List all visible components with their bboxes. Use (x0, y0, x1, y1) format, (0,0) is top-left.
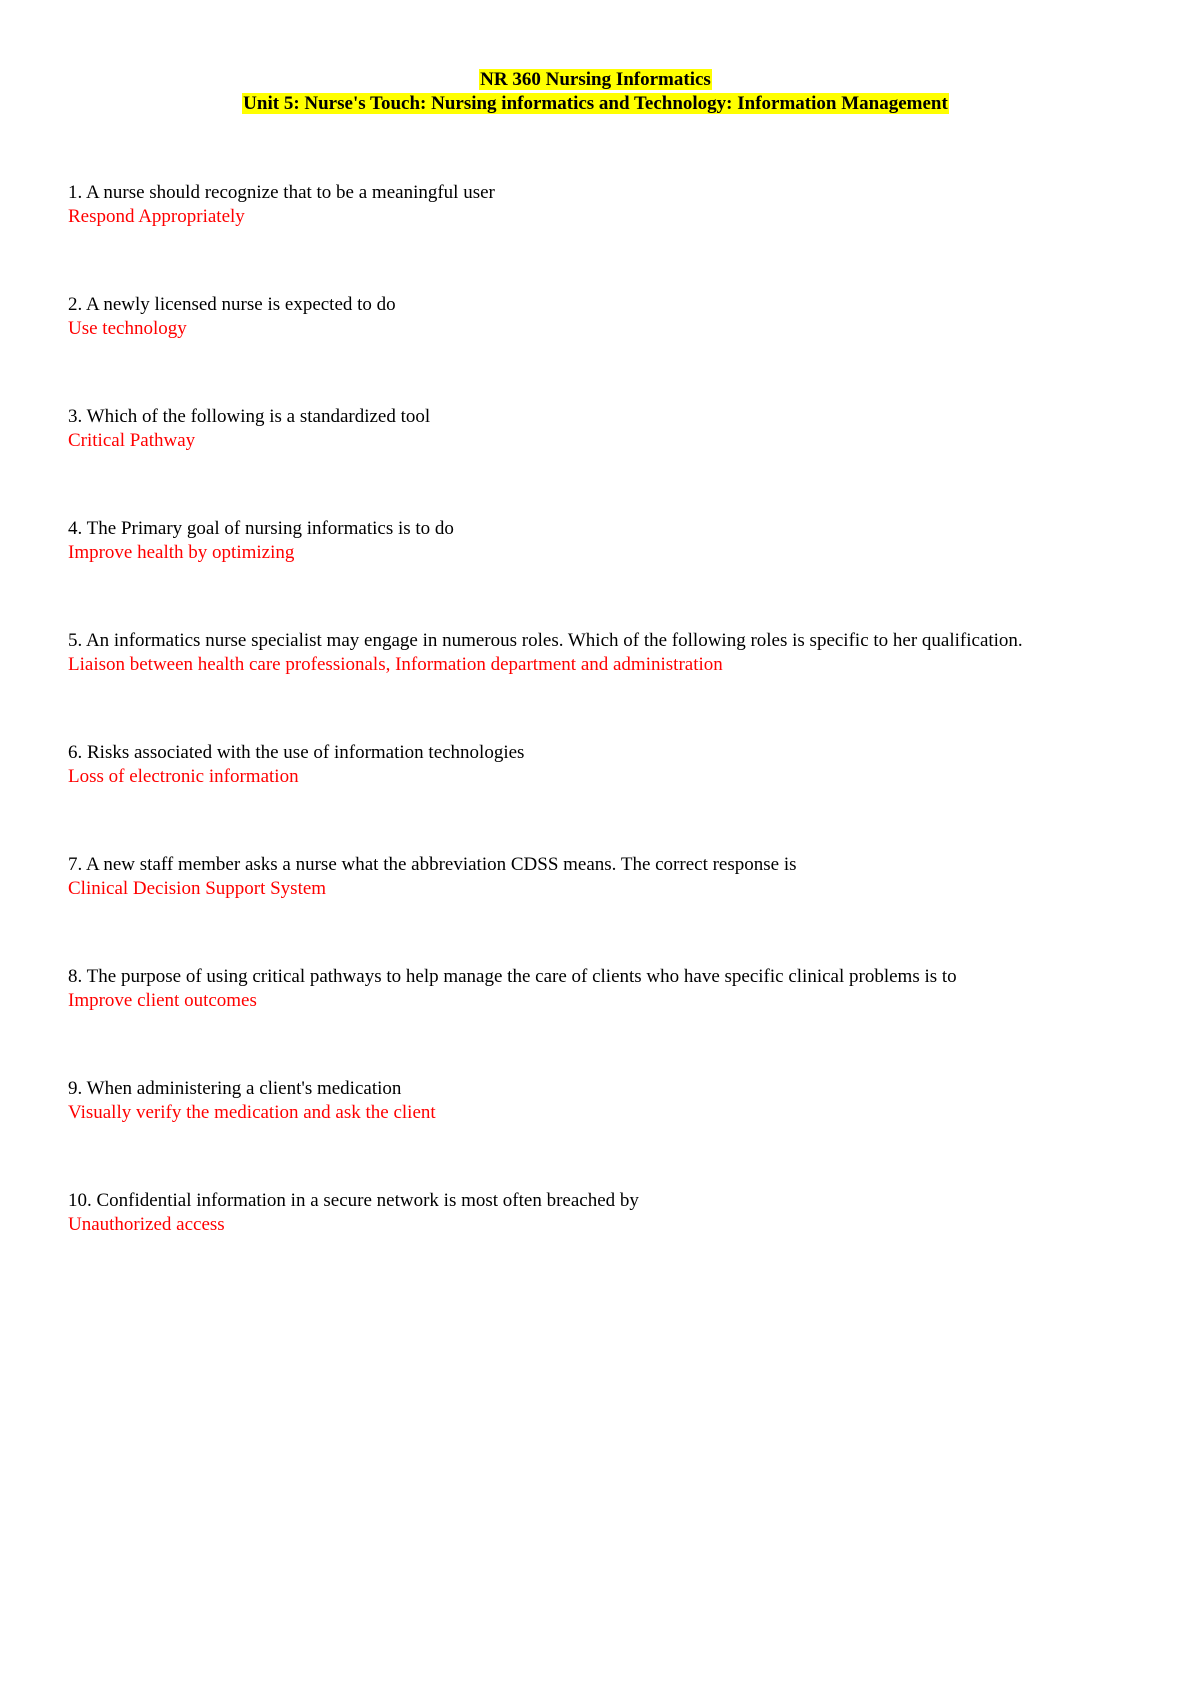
answer-text: Liaison between health care professional… (68, 654, 723, 675)
question-text: 7. A new staff member asks a nurse what … (68, 854, 797, 875)
answer-text: Critical Pathway (68, 430, 196, 451)
question-list: 1. A nurse should recognize that to be a… (68, 181, 1168, 1301)
answer-text: Clinical Decision Support System (68, 878, 327, 899)
answer-text: Unauthorized access (68, 1214, 225, 1235)
answer-text: Use technology (68, 318, 187, 339)
question-text: 6. Risks associated with the use of info… (68, 742, 525, 763)
question-item-8: 8. The purpose of using critical pathway… (68, 965, 1168, 1077)
question-item-4: 4. The Primary goal of nursing informati… (68, 517, 1168, 629)
question-item-2: 2. A newly licensed nurse is expected to… (68, 293, 1168, 405)
title-line: NR 360 Nursing Informatics (0, 68, 1191, 92)
document-title: NR 360 Nursing Informatics (479, 69, 712, 90)
question-text: 10. Confidential information in a secure… (68, 1190, 639, 1211)
question-item-3: 3. Which of the following is a standardi… (68, 405, 1168, 517)
answer-text: Visually verify the medication and ask t… (68, 1102, 436, 1123)
document-header: NR 360 Nursing Informatics Unit 5: Nurse… (0, 68, 1191, 116)
answer-text: Improve client outcomes (68, 990, 257, 1011)
question-item-10: 10. Confidential information in a secure… (68, 1189, 1168, 1301)
answer-text: Respond Appropriately (68, 206, 245, 227)
answer-text: Improve health by optimizing (68, 542, 295, 563)
question-text: 2. A newly licensed nurse is expected to… (68, 294, 396, 315)
question-text: 4. The Primary goal of nursing informati… (68, 518, 454, 539)
question-item-5: 5. An informatics nurse specialist may e… (68, 629, 1168, 741)
subtitle-line: Unit 5: Nurse's Touch: Nursing informati… (0, 92, 1191, 116)
question-item-1: 1. A nurse should recognize that to be a… (68, 181, 1168, 293)
question-text: 9. When administering a client's medicat… (68, 1078, 402, 1099)
question-item-6: 6. Risks associated with the use of info… (68, 741, 1168, 853)
question-text: 3. Which of the following is a standardi… (68, 406, 431, 427)
question-text: 5. An informatics nurse specialist may e… (68, 630, 1023, 651)
question-item-9: 9. When administering a client's medicat… (68, 1077, 1168, 1189)
question-text: 8. The purpose of using critical pathway… (68, 966, 957, 987)
question-text: 1. A nurse should recognize that to be a… (68, 182, 495, 203)
document-subtitle: Unit 5: Nurse's Touch: Nursing informati… (242, 93, 949, 114)
question-item-7: 7. A new staff member asks a nurse what … (68, 853, 1168, 965)
answer-text: Loss of electronic information (68, 766, 299, 787)
